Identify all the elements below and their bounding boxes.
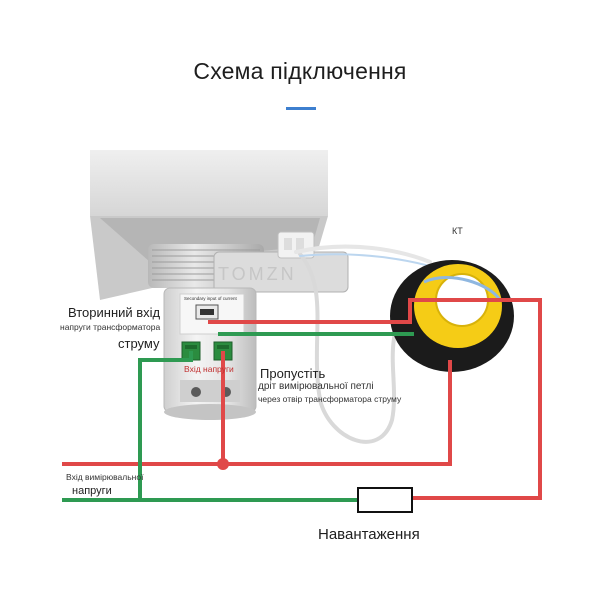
red-junction xyxy=(217,458,229,470)
secondary-input-label-2: напруги трансформатора xyxy=(60,322,161,332)
load-label: Навантаження xyxy=(318,526,420,543)
ct-label: КТ xyxy=(452,226,463,236)
red-wires xyxy=(62,298,542,500)
device-module-text: Secondary input of current xyxy=(184,296,238,301)
signal-plug xyxy=(277,231,315,259)
measured-voltage-label-2: напруги xyxy=(72,485,112,497)
meter-front-panel xyxy=(90,150,328,216)
watermark: TOMZN xyxy=(218,264,297,284)
meter-device: TOMZN Secondary input of current xyxy=(90,150,349,420)
green-wires xyxy=(62,332,414,502)
pass-through-label-1: Пропустіть xyxy=(260,366,326,381)
pass-through-label-2: дріт вимірювальної петлі xyxy=(258,381,374,392)
voltage-input-label: Вхід напруги xyxy=(184,364,234,374)
title-underline xyxy=(286,107,316,110)
load-resistor xyxy=(357,487,413,513)
measured-voltage-label-1: Вхід вимірювальної xyxy=(66,472,144,482)
pass-through-label-3: через отвір трансформатора струму xyxy=(258,394,402,404)
secondary-input-label-1: Вторинний вхід xyxy=(68,305,161,320)
secondary-input-label-3: струму xyxy=(118,336,160,351)
current-transformer xyxy=(390,260,514,372)
page-title: Схема підключення xyxy=(193,58,407,84)
